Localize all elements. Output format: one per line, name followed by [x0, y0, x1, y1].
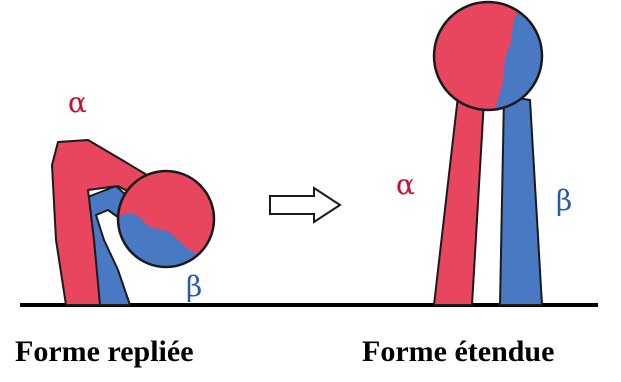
extended-head-beta-part	[494, 11, 543, 110]
folded-head-beta-part	[117, 213, 199, 268]
folded-form-caption: Forme repliée	[15, 335, 194, 368]
extended-form-caption: Forme étendue	[362, 335, 555, 368]
folded-alpha-label: α	[68, 86, 87, 119]
extended-beta-label: β	[556, 184, 572, 217]
extended-alpha-label: α	[396, 168, 415, 201]
extended-head	[432, 0, 544, 112]
extended-beta-leg	[499, 95, 543, 306]
folded-head	[116, 169, 216, 269]
extended-alpha-leg	[433, 95, 485, 306]
transition-arrow	[269, 186, 342, 224]
folded-beta-label: β	[186, 270, 202, 303]
folded-form	[51, 139, 216, 306]
extended-form	[432, 0, 544, 306]
